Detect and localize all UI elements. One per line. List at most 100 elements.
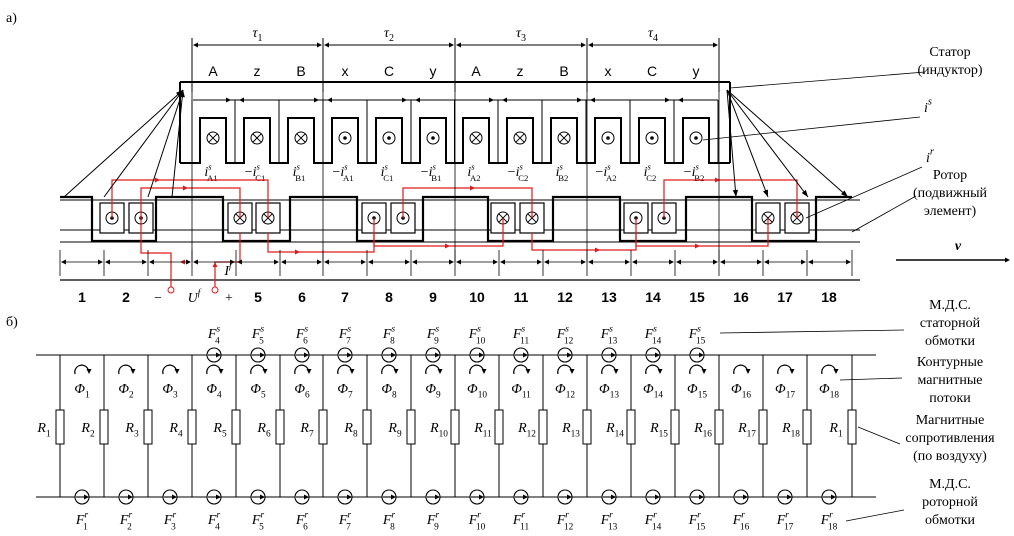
- zone-arrow: [720, 259, 725, 265]
- reluctance-label-block-line: Магнитные: [916, 413, 985, 428]
- zone-arrow: [186, 259, 191, 265]
- superscript: r: [391, 510, 395, 520]
- stator-flow-arrow: [314, 97, 319, 103]
- source-arrowhead: [523, 352, 528, 358]
- subscript: 2: [129, 391, 134, 401]
- arc-arrowhead: [218, 369, 224, 374]
- terminal-plus-label: +: [225, 291, 233, 306]
- conductor-into-page-icon: [513, 131, 527, 145]
- superscript: s: [609, 324, 613, 334]
- conductor-cross: [208, 133, 218, 143]
- subscript: 17: [747, 430, 757, 440]
- phase-label: A: [208, 63, 218, 79]
- symbol: i: [692, 165, 696, 180]
- superscript: r: [565, 510, 569, 520]
- symbol: Φ: [467, 382, 478, 397]
- conductor-cross: [296, 133, 306, 143]
- symbol: Φ: [819, 382, 830, 397]
- subscript: A1: [343, 173, 354, 183]
- stator-mmf-source-icon: [557, 347, 573, 363]
- conductor-out-of-page-icon: [601, 131, 615, 145]
- phase-label: B: [559, 63, 568, 79]
- loop-flux-arrow-icon: [557, 364, 575, 375]
- field-current-arrowhead: [183, 185, 188, 191]
- arc-arrowhead: [657, 369, 663, 374]
- mmf-stator-label-line: статорной: [920, 316, 981, 331]
- resistance-label: R9: [387, 421, 402, 440]
- zone-arrow: [324, 259, 329, 265]
- field-current-trace: [531, 233, 637, 251]
- field-current-arrowhead: [715, 177, 720, 183]
- tau-arrow-right: [581, 42, 586, 48]
- ir-leader-line: [805, 166, 923, 219]
- arc-arrowhead: [569, 369, 575, 374]
- zone-arrow: [317, 259, 322, 265]
- source-arrowhead: [391, 494, 396, 500]
- symbol: F: [426, 327, 436, 342]
- symbol: F: [688, 327, 698, 342]
- field-current-trace: [267, 233, 375, 253]
- subscript: 5: [261, 391, 266, 401]
- stator-mmf-source-icon: [513, 347, 529, 363]
- rotor-mmf-source-icon: [118, 489, 134, 505]
- flux-fan-line: [103, 89, 184, 198]
- mmf-rotor-leader: [845, 509, 905, 522]
- source-arrowhead: [435, 352, 440, 358]
- conductor-dot: [343, 136, 347, 140]
- subscript: 6: [303, 522, 308, 532]
- symbol: R: [737, 421, 747, 436]
- symbol: i: [204, 165, 208, 180]
- loop-flux-label-block-line: магнитные: [918, 373, 983, 388]
- symbol: i: [924, 101, 928, 116]
- tau-index: 1: [258, 33, 263, 44]
- field-current-arrowhead: [295, 249, 300, 255]
- arc-arrowhead: [174, 369, 180, 374]
- resistance-label: R11: [473, 421, 492, 440]
- symbol: i: [293, 165, 297, 180]
- superscript: s: [565, 324, 569, 334]
- loop-flux-label: Φ1: [74, 382, 90, 401]
- rotor-mmf-source-icon: [469, 489, 485, 505]
- arc: [118, 364, 133, 375]
- field-current-arrowhead: [470, 185, 475, 191]
- symbol: R: [124, 421, 134, 436]
- tau-arrow-left: [324, 42, 329, 48]
- zone-arrow: [632, 259, 637, 265]
- loop-flux-arrow-icon: [118, 364, 136, 375]
- subscript: 11: [483, 430, 492, 440]
- source-arrowhead: [347, 494, 352, 500]
- symbol: Φ: [555, 382, 566, 397]
- superscript: r: [347, 510, 351, 520]
- zone-arrow: [676, 259, 681, 265]
- conductor-cross: [515, 133, 525, 143]
- loop-flux-label: Φ13: [599, 382, 619, 401]
- symbol: F: [251, 327, 261, 342]
- zone-arrow: [61, 259, 66, 265]
- subscript: 1: [85, 391, 90, 401]
- loop-flux-arrow-icon: [250, 364, 268, 375]
- field-current-arrowhead: [212, 262, 218, 267]
- subscript: 9: [436, 391, 441, 401]
- arc-arrowhead: [393, 369, 399, 374]
- conductor-out-of-page-icon: [645, 131, 659, 145]
- flux-fan-arrowhead: [841, 190, 848, 197]
- subscript: 2: [127, 522, 132, 532]
- superscript: r: [84, 510, 88, 520]
- zone-arrow: [449, 259, 454, 265]
- subscript: C1: [383, 173, 393, 183]
- reluctance-resistor: [714, 409, 724, 445]
- rotor-mmf-source-icon: [381, 489, 397, 505]
- symbol: F: [251, 513, 261, 528]
- reluctance-resistor: [626, 409, 636, 445]
- panel-b-label: б): [6, 315, 18, 330]
- symbol: Φ: [118, 382, 129, 397]
- arc-arrowhead: [349, 369, 355, 374]
- zone-arrow: [193, 259, 198, 265]
- field-current-trace: [663, 179, 798, 218]
